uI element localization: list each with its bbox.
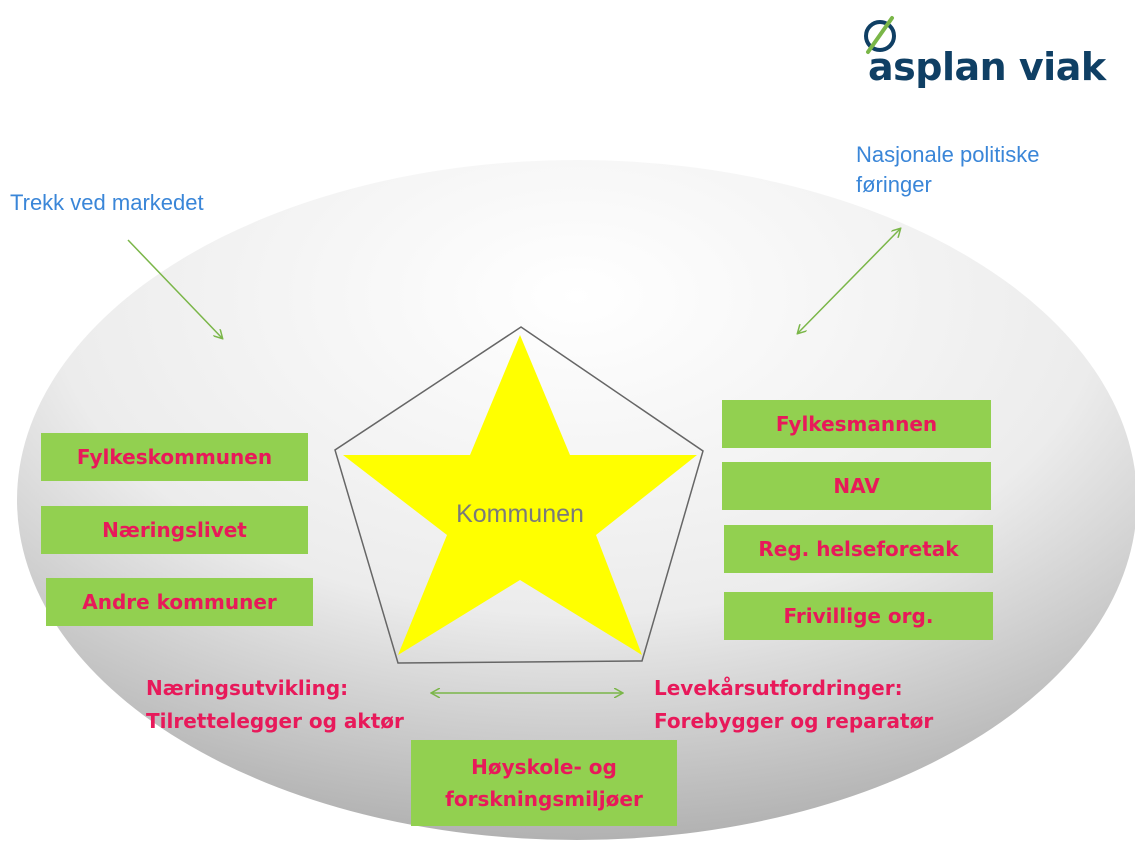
box-hoyskole-line1: Høyskole- og xyxy=(471,755,617,779)
asplan-viak-logo: asplan viak xyxy=(864,16,1118,92)
box-fylkesmannen: Fylkesmannen xyxy=(722,400,991,448)
market-label: Trekk ved markedet xyxy=(10,190,204,215)
national-policy-label-line2: føringer xyxy=(856,172,932,197)
logo-mark-icon xyxy=(864,16,896,54)
pentagon-outline xyxy=(334,326,704,664)
levekar-label-line1: Levekårsutfordringer: xyxy=(654,676,903,700)
naeringsutvikling-label: Næringsutvikling: Tilrettelegger og aktø… xyxy=(146,672,404,738)
star-shape xyxy=(343,335,697,655)
naeringsutvikling-label-line2: Tilrettelegger og aktør xyxy=(146,709,404,733)
box-fylkeskommunen: Fylkeskommunen xyxy=(41,433,308,481)
box-hoyskole: Høyskole- og forskningsmiljøer xyxy=(411,740,677,826)
naeringsutvikling-label-line1: Næringsutvikling: xyxy=(146,676,349,700)
box-nav: NAV xyxy=(722,462,991,510)
box-naeringslivet: Næringslivet xyxy=(41,506,308,554)
box-reg-helseforetak: Reg. helseforetak xyxy=(724,525,993,573)
levekar-label-line2: Forebygger og reparatør xyxy=(654,709,934,733)
box-hoyskole-line2: forskningsmiljøer xyxy=(445,787,643,811)
market-arrow xyxy=(127,239,222,338)
levekar-label: Levekårsutfordringer: Forebygger og repa… xyxy=(654,672,933,738)
national-arrow xyxy=(798,229,900,333)
center-label: Kommunen xyxy=(456,500,584,528)
logo-text: asplan viak xyxy=(868,45,1106,89)
box-frivillige-org: Frivillige org. xyxy=(724,592,993,640)
national-policy-label: Nasjonale politiske føringer xyxy=(856,140,1039,200)
national-policy-label-line1: Nasjonale politiske xyxy=(856,142,1040,167)
box-andre-kommuner: Andre kommuner xyxy=(46,578,313,626)
